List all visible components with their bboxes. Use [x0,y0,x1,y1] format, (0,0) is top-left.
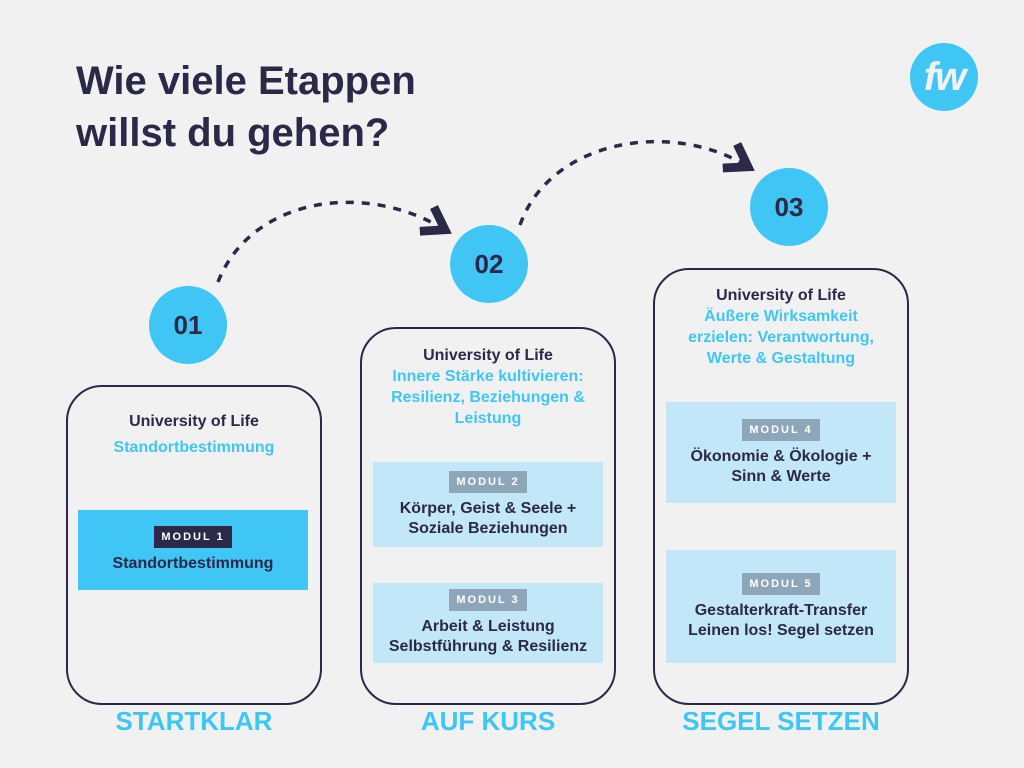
module-badge: MODUL 3 [449,589,527,611]
module-text: Gestalterkraft-Transfer [694,601,868,619]
module-text: Selbstführung & Resilienz [388,638,588,655]
stage-number-2: 02 [450,225,528,303]
stage-number-3: 03 [750,168,828,246]
subtitle: erzielen: Verantwortung, [688,329,874,346]
module-text: Arbeit & Leistung [421,618,555,635]
module-2: MODUL 2 Körper, Geist & Seele + Soziale Be… [373,462,603,547]
subtitle: Werte & Gestaltung [706,350,856,367]
org: University of Life [129,413,259,430]
stage-label-3: SEGEL SETZEN [682,706,880,736]
module-text: Leinen los! Segel setzen [688,621,874,639]
module-badge: MODUL 4 [742,418,820,441]
subtitle: Resilienz, Beziehungen & [391,389,585,406]
org: University of Life [423,347,553,364]
subtitle: Leistung [454,410,522,427]
stage-number-1: 01 [149,286,227,364]
org: University of Life [716,287,846,304]
module-text: Standortbestimmung [112,555,274,572]
title-line: willst du gehen? [76,111,390,155]
title-line: Wie viele Etappen [76,59,416,103]
subtitle: Standortbestimmung [113,439,275,456]
module-text: Sinn & Werte [731,467,831,485]
dashed-arrow [216,200,442,283]
dashed-arrow [518,139,745,226]
module-badge: MODUL 2 [449,470,527,493]
module-badge: MODUL 1 [154,526,232,548]
page-title: Wie viele Etappen willst du gehen? [76,55,416,159]
subtitle: Innere Stärke kultivieren: [392,368,584,385]
subtitle: Äußere Wirksamkeit [704,308,858,325]
module-1: MODUL 1 Standortbestimmung [78,510,308,590]
stage-label-1: STARTKLAR [115,706,273,736]
fw-logo: fw [910,43,978,111]
module-badge: MODUL 5 [742,572,820,595]
module-text: Ökonomie & Ökologie + [690,447,872,465]
stage-label-2: AUF KURS [420,706,556,736]
module-4: MODUL 4 Ökonomie & Ökologie + Sinn & Werte [666,402,896,503]
module-text: Körper, Geist & Seele + [399,499,577,517]
module-text: Soziale Beziehungen [408,519,568,537]
